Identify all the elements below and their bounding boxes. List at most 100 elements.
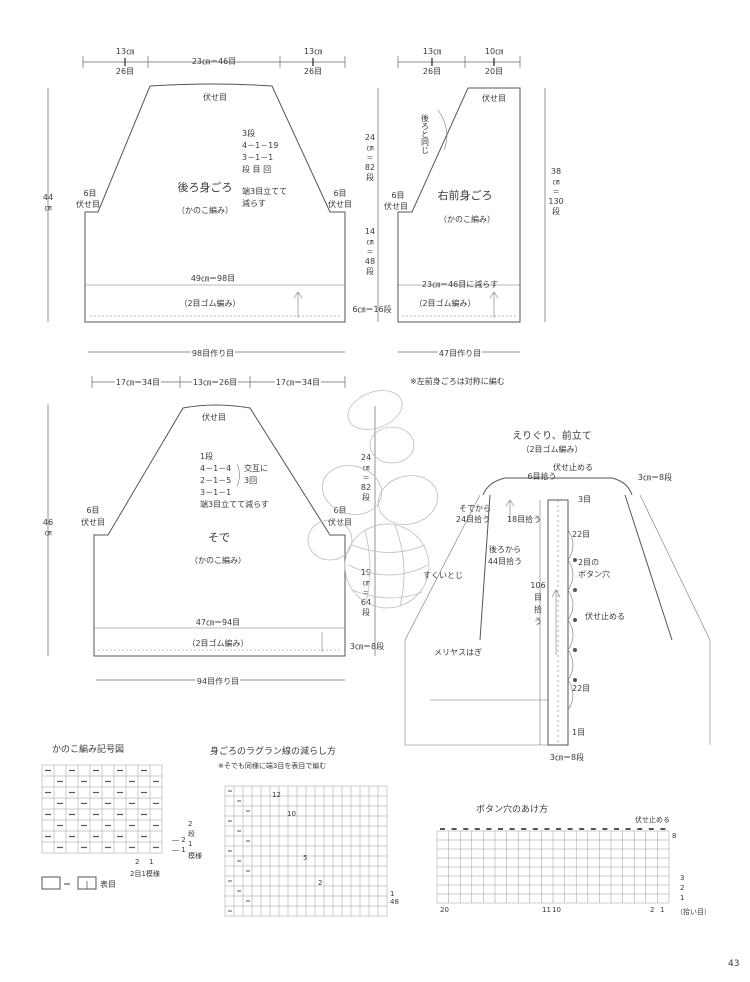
neck-mattress: すくいとじ xyxy=(423,571,463,580)
sleeve-raglan-h-3: ＝ xyxy=(363,474,370,482)
back-stitch: （かのこ編み） xyxy=(177,205,233,215)
sleeve-alt-2: 3回 xyxy=(244,476,257,485)
svg-text:‖: ‖ xyxy=(430,57,434,66)
neck-sleeve-from-1: そでから xyxy=(459,504,491,513)
sleeve-stitch: （かのこ編み） xyxy=(190,555,246,565)
buttonhole-title: ボタン穴のあけ方 xyxy=(476,803,548,815)
buttonhole-bind-stop: 伏せ止める xyxy=(635,815,670,824)
kanoko-col-2: 2 xyxy=(135,858,139,866)
sleeve-body-h-3: ＝ xyxy=(363,589,370,597)
raglan-row-48: 48 xyxy=(390,898,399,906)
bh-col-2: 2 xyxy=(650,906,654,914)
sleeve-body-h-1: 19 xyxy=(361,568,371,577)
back-top-width-1: 13㎝ xyxy=(116,47,134,56)
back-body-diagram: 13㎝ ‖ 26目 23㎝＝46目 13㎝ ‖ 26目 44 ㎝ 伏せ目 6目 … xyxy=(43,47,352,360)
bh-row-2: 2 xyxy=(680,884,684,892)
back-dec-line-3: 3－1－1 xyxy=(242,153,273,162)
kanoko-row-2b: ― 2 xyxy=(172,836,186,844)
kanoko-col-1: 1 xyxy=(149,858,153,866)
back-front-height-labels: 24 ㎝ ＝ 82 段 14 ㎝ ＝ 48 段 6㎝＝16段 xyxy=(352,88,392,322)
neck-back-from-2: 44目拾う xyxy=(488,556,522,566)
front-top-count-1: 26目 xyxy=(423,67,441,76)
neckband-diagram: えりぐり、前立て （2目ゴム編み） 6目拾う 伏せ止める 3㎝＝8段 そでから … xyxy=(404,429,711,762)
svg-text:‖: ‖ xyxy=(123,57,127,66)
back-side-right-1: 6目 xyxy=(333,189,346,198)
back-top-count-3: 26目 xyxy=(304,67,322,76)
front-top-width-2: 10㎝ xyxy=(485,47,503,56)
sleeve-title: そで xyxy=(208,531,230,544)
sleeve-rib-h: 3㎝＝8段 xyxy=(350,641,384,651)
kanoko-chart: かのこ編み記号図 2 ― 2 ― 1 段 1 模様 2 1 2目1模様 ＝ | … xyxy=(41,743,202,890)
cactus-yarn-illustration xyxy=(307,390,439,609)
sleeve-dec-line-1: 1段 xyxy=(200,451,213,461)
neck-back-from-1: 後ろから xyxy=(489,544,521,554)
neck-pick-6: 6目拾う xyxy=(527,471,556,481)
legend-knit-cell xyxy=(77,876,97,890)
neck-sleeve-from-2: 24目拾う xyxy=(456,514,490,524)
neck-row-22b: 22目 xyxy=(572,684,590,693)
neck-btn-1: 2目の xyxy=(578,558,599,567)
sleeve-top-width-1: 17㎝＝34目 xyxy=(116,378,160,387)
back-dec-line-6: 減らす xyxy=(242,198,266,208)
front-rib: （2目ゴム編み） xyxy=(414,298,475,308)
front-side-1: 6目 xyxy=(391,191,404,200)
bh-col-1: 1 xyxy=(660,906,664,914)
neck-pick-18: 18目拾う xyxy=(507,514,541,524)
front-height-3: ＝ xyxy=(553,188,560,196)
neck-meriyasu: メリヤスはぎ xyxy=(434,647,482,657)
bh-col-11: 11 xyxy=(542,906,551,914)
kanoko-row-1: 1 xyxy=(188,840,192,848)
mid-body-h-4: 48 xyxy=(365,257,375,266)
bh-row-1: 1 xyxy=(680,894,684,902)
neck-band-h: 3㎝＝8段 xyxy=(638,472,672,482)
front-height-4: 130 xyxy=(548,197,563,206)
sleeve-raglan-h-5: 段 xyxy=(362,492,370,502)
raglan-chart: 身ごろのラグラン線の減らし方 ※そでも同様に端3目を表目で編む 12 10 5 … xyxy=(210,745,399,917)
raglan-note: ※そでも同様に端3目を表目で編む xyxy=(218,761,326,770)
sleeve-cast-on: 94目作り目 xyxy=(197,676,239,686)
raglan-row-10: 10 xyxy=(287,810,296,818)
front-top-width-1: 13㎝ xyxy=(423,47,441,56)
neck-row-1: 1目 xyxy=(572,728,585,737)
bh-col-20: 20 xyxy=(440,906,449,914)
raglan-row-5: 5 xyxy=(303,854,307,862)
sleeve-body-h-2: ㎝ xyxy=(363,579,370,587)
page-number: 43 xyxy=(728,959,739,969)
neck-bottom: 3㎝＝8段 xyxy=(550,752,584,762)
mid-body-h-1: 14 xyxy=(365,227,375,236)
sleeve-dec-line-4: 3－1－1 xyxy=(200,488,231,497)
sleeve-rib: （2目ゴム編み） xyxy=(187,638,248,648)
back-top-width-3: 13㎝ xyxy=(304,47,322,56)
sleeve-side-left-1: 6目 xyxy=(86,506,99,515)
raglan-row-2: 2 xyxy=(318,879,322,887)
front-top-count-2: 20目 xyxy=(485,67,503,76)
sleeve-top-width-3: 17㎝＝34目 xyxy=(276,378,320,387)
buttonhole-grid xyxy=(436,828,670,904)
neck-title: えりぐり、前立て xyxy=(512,429,592,442)
mid-rib-h: 6㎝＝16段 xyxy=(352,304,391,314)
bh-row-3: 3 xyxy=(680,874,684,882)
front-cast-on: 47目作り目 xyxy=(439,348,481,358)
front-same-as-back: 後ろと同じ xyxy=(421,113,430,154)
neck-subtitle: （2目ゴム編み） xyxy=(521,444,582,454)
back-top-count-1: 26目 xyxy=(116,67,134,76)
kanoko-title: かのこ編み記号図 xyxy=(52,743,124,755)
sleeve-height-unit: ㎝ xyxy=(45,529,52,537)
sleeve-width-count: 47㎝＝94目 xyxy=(196,618,240,627)
front-bind-off: 伏せ目 xyxy=(482,93,506,103)
back-dec-line-1: 3段 xyxy=(242,128,255,138)
mid-raglan-h-3: ＝ xyxy=(367,154,374,162)
sleeve-alt-1: 交互に xyxy=(244,463,268,473)
mid-raglan-h-1: 24 xyxy=(365,133,375,142)
raglan-title: 身ごろのラグラン線の減らし方 xyxy=(210,745,336,757)
front-note: ※左前身ごろは対称に編む xyxy=(410,376,505,386)
kanoko-dan: 段 xyxy=(188,829,195,838)
sleeve-dec-line-3: 2－1－5 xyxy=(200,476,231,485)
mid-raglan-h-5: 段 xyxy=(366,172,374,182)
raglan-row-12: 12 xyxy=(272,791,281,799)
kanoko-row-2: 2 xyxy=(188,820,192,828)
front-side-2: 伏せ目 xyxy=(384,201,408,211)
right-front-diagram: 13㎝ ‖ 26目 10㎝ ‖ 20目 伏せ目 後ろと同じ 6目 伏せ目 右前身… xyxy=(384,47,564,386)
raglan-grid xyxy=(224,785,388,917)
sleeve-dec-line-5: 端3目立てて減らす xyxy=(200,499,269,509)
